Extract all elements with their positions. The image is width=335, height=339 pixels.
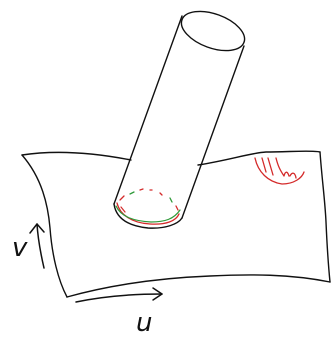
v-label: v bbox=[12, 233, 28, 263]
red-scribble bbox=[254, 157, 305, 185]
intersection-dash-3 bbox=[139, 188, 144, 191]
u-label: u bbox=[136, 308, 152, 338]
intersection-curve-red bbox=[116, 202, 180, 225]
u-arrow-shaft bbox=[75, 293, 163, 303]
cylinder-right-side bbox=[181, 45, 245, 219]
intersection-dash-8 bbox=[120, 206, 126, 213]
surface-patch bbox=[21, 150, 331, 298]
intersection-dash-7 bbox=[175, 205, 179, 211]
v-arrow-head bbox=[29, 223, 45, 234]
red-scribble-marks bbox=[261, 157, 297, 179]
surface-bottom-edge bbox=[66, 274, 331, 298]
intersection-dash-2 bbox=[129, 191, 135, 195]
u-arrow bbox=[75, 287, 163, 303]
u-arrow-head bbox=[152, 287, 163, 301]
surface-top-edge-left bbox=[21, 151, 132, 161]
red-scribble-outline bbox=[254, 157, 305, 185]
intersection-curve-green bbox=[115, 205, 181, 223]
intersection-curves bbox=[115, 188, 181, 225]
cylinder-top-ellipse bbox=[180, 10, 246, 52]
intersection-dash-6 bbox=[169, 197, 173, 203]
surface-right-edge bbox=[319, 151, 331, 283]
intersection-dash-1 bbox=[119, 195, 125, 201]
v-arrow-shaft bbox=[36, 223, 45, 269]
surface-left-edge bbox=[21, 154, 68, 298]
v-arrow bbox=[29, 223, 45, 269]
intersection-dash-5 bbox=[159, 192, 163, 196]
cylinder-left-side bbox=[113, 15, 183, 205]
cylinder bbox=[113, 10, 246, 229]
cylinder-bottom-curve bbox=[113, 203, 183, 229]
surface-top-edge-right bbox=[197, 150, 321, 166]
